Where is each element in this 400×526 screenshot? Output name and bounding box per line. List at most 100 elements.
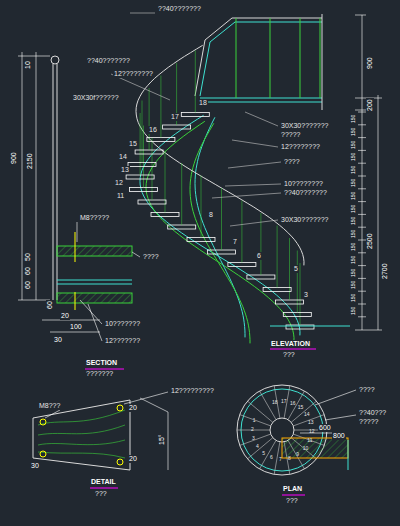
plan-step-number: 11 <box>306 437 313 443</box>
tread <box>187 238 215 242</box>
callout-note: 10???????? <box>283 180 324 188</box>
callout-note: ????? <box>358 418 379 426</box>
tread <box>263 288 291 292</box>
plan-step-number: 14 <box>303 411 311 417</box>
baluster <box>201 176 202 238</box>
dimension: 900 <box>10 151 18 165</box>
callout-note: ??40??????? <box>86 57 131 65</box>
callout-note: 12????????? <box>170 387 215 395</box>
dimension: 150 <box>350 203 356 213</box>
baluster <box>165 151 166 213</box>
dim-tick <box>358 227 366 228</box>
tread <box>276 300 304 304</box>
dimension: 150 <box>350 306 356 316</box>
callout-note: M8????? <box>79 214 110 222</box>
step-number: 3 <box>303 291 309 299</box>
outer-stringer <box>146 121 294 341</box>
baluster <box>140 113 141 175</box>
view-subtitle: ??????? <box>85 370 114 378</box>
tread <box>128 163 156 167</box>
tread <box>163 125 191 129</box>
step-number: 8 <box>208 211 214 219</box>
callout-note: ???? <box>142 253 160 261</box>
dim-tick <box>358 252 366 253</box>
plan-step-number: 9 <box>295 451 300 457</box>
tread <box>147 138 175 142</box>
tread <box>168 225 196 229</box>
tread <box>283 313 311 317</box>
view-title: DETAIL <box>90 478 117 486</box>
baluster <box>289 238 290 300</box>
dimension: 150 <box>350 114 356 124</box>
handrail <box>136 45 304 265</box>
plan-step-number: 6 <box>269 454 274 460</box>
view-title: SECTION <box>85 359 118 367</box>
dimension: 150 <box>350 229 356 239</box>
tread <box>138 200 166 204</box>
baluster <box>143 126 144 188</box>
dim-tick <box>358 137 366 138</box>
tread <box>130 188 158 192</box>
plan-step-number: 12 <box>308 428 316 434</box>
dimension: 150 <box>350 216 356 226</box>
dimension: 150 <box>350 139 356 149</box>
tread <box>247 275 275 279</box>
dimension: 30 <box>53 336 63 344</box>
dimension: 150 <box>350 126 356 136</box>
dimension: 800 <box>332 432 346 440</box>
dimension: 10 <box>24 60 32 70</box>
baluster <box>149 88 150 150</box>
dimension: 150 <box>350 254 356 264</box>
callout-note: 10??????? <box>104 320 141 328</box>
tread <box>126 175 154 179</box>
dimension: 60 <box>24 266 32 276</box>
plan-tread-line <box>240 434 271 445</box>
dimension: 60 <box>46 300 54 310</box>
dimension: 20 <box>128 404 138 412</box>
plan-step-number: 15 <box>297 404 305 410</box>
dim-tick <box>358 124 366 125</box>
baluster <box>142 101 143 163</box>
plan-step-number: 2 <box>250 426 255 432</box>
dimension: 2700 <box>381 262 389 280</box>
dim-tick <box>358 240 366 241</box>
dimension: 60 <box>24 280 32 290</box>
step-number: 17 <box>170 113 180 121</box>
step-number: 15 <box>128 140 138 148</box>
baluster <box>160 76 161 138</box>
dimension: 600 <box>318 424 332 432</box>
plan-step-number: 8 <box>287 455 292 461</box>
tread <box>135 150 163 154</box>
dimension: 20 <box>60 312 70 320</box>
dim-tick <box>358 201 366 202</box>
dim-tick <box>358 163 366 164</box>
plan-step-number: 17 <box>280 398 288 404</box>
dimension: 20 <box>128 455 138 463</box>
dim-tick <box>358 278 366 279</box>
step-number: 6 <box>256 252 262 260</box>
callout-note: 12??????? <box>104 337 141 345</box>
view-subtitle: ??? <box>282 351 296 359</box>
callout-note: ??40??????? <box>283 189 328 197</box>
callout-note: 30X30??????? <box>280 122 330 130</box>
dimension: 150 <box>350 267 356 277</box>
step-number: 16 <box>148 126 158 134</box>
callout-note: 30X30??????? <box>280 216 330 224</box>
callout-note: 12???????? <box>113 70 154 78</box>
dim-tick <box>358 265 366 266</box>
dimension: 15° <box>158 433 166 446</box>
callout-note: M8??? <box>38 402 61 410</box>
dimension: 150 <box>350 152 356 162</box>
plan-step-number: 16 <box>289 400 297 406</box>
plan-step-number: 1 <box>252 417 257 423</box>
step-number: 5 <box>293 265 299 273</box>
callout-note: ????? <box>280 131 301 139</box>
baluster <box>277 226 278 288</box>
view-title: ELEVATION <box>270 340 311 348</box>
dim-tick <box>358 112 366 113</box>
callout-note: ???? <box>283 158 301 166</box>
dim-tick <box>358 150 366 151</box>
step-number: 18 <box>198 99 208 107</box>
tread <box>151 213 179 217</box>
dimension: 900 <box>366 56 374 70</box>
